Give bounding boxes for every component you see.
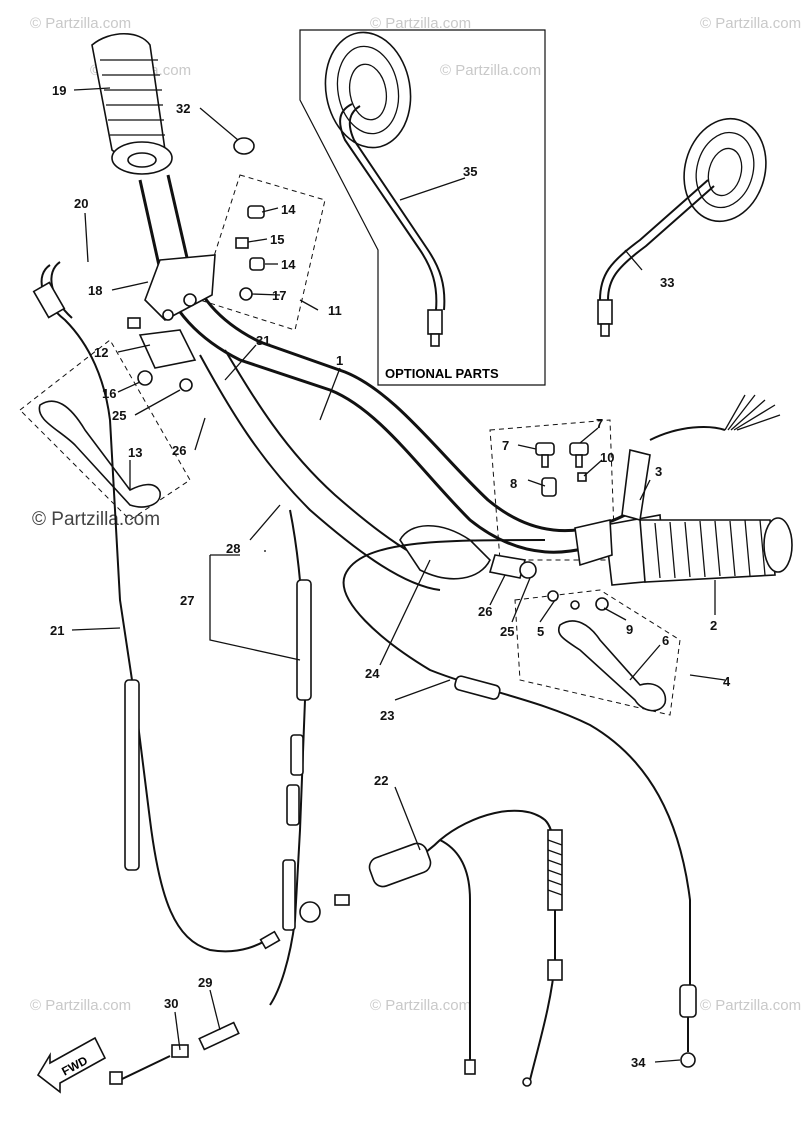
callout-5: 5 (537, 624, 544, 639)
watermark-main: © Partzilla.com (32, 509, 160, 530)
callout-9: 9 (626, 622, 633, 637)
callout-12: 12 (94, 345, 108, 360)
callout-1: 1 (336, 353, 343, 368)
callout-8: 8 (510, 476, 517, 491)
left-grip (91, 33, 173, 175)
callout-25a: 25 (112, 408, 126, 423)
callout-7a: 7 (502, 438, 509, 453)
callout-17: 17 (272, 288, 286, 303)
watermark-top-center-2: © Partzilla.com (440, 62, 541, 79)
optional-parts-box: OPTIONAL PARTS (299, 29, 546, 386)
callout-26b: 26 (478, 604, 492, 619)
brake-cable (342, 539, 691, 990)
brake-lever (558, 620, 667, 712)
clutch-lever-box (19, 339, 191, 521)
callout-11: 11 (328, 303, 342, 318)
callout-6: 6 (662, 633, 669, 648)
callout-27: 27 (180, 593, 194, 608)
handlebar (138, 174, 626, 591)
callout-10: 10 (600, 450, 614, 465)
split-cable (374, 809, 556, 1081)
callout-14a: 14 (281, 202, 296, 217)
callout-21: 21 (50, 623, 64, 638)
brake-holder-box (489, 419, 616, 561)
mirror-left-optional (324, 31, 446, 347)
clutch-holder-box (199, 174, 326, 331)
callout-33: 33 (660, 275, 674, 290)
fwd-arrow: FWD (36, 1036, 107, 1094)
watermark-top-left: © Partzilla.com (30, 15, 131, 32)
throttle-grip-sleeve (399, 524, 537, 580)
watermark-top-center: © Partzilla.com (370, 15, 471, 32)
callout-14b: 14 (281, 257, 296, 272)
callout-32: 32 (176, 101, 190, 116)
callout-3: 3 (655, 464, 662, 479)
callout-34: 34 (631, 1055, 646, 1070)
callout-4: 4 (723, 674, 731, 689)
brake-holder (535, 442, 613, 611)
watermark-bottom-center: © Partzilla.com (370, 997, 471, 1014)
callout-18: 18 (88, 283, 102, 298)
mirror-right (597, 117, 767, 337)
callout-13: 13 (128, 445, 142, 460)
clutch-lever (38, 400, 161, 508)
callout-30: 30 (164, 996, 178, 1011)
callouts: 19 32 20 18 14 15 14 17 11 12 31 1 16 25… (50, 83, 731, 1070)
callout-28: 28 (226, 541, 240, 556)
optional-parts-label: OPTIONAL PARTS (385, 366, 499, 381)
callout-26a: 26 (172, 443, 186, 458)
callout-24: 24 (365, 666, 380, 681)
locknut (171, 1044, 189, 1058)
cable-adjuster (198, 1021, 240, 1051)
watermark-top-right: © Partzilla.com (700, 15, 801, 32)
callout-25b: 25 (500, 624, 514, 639)
brake-lever-box (514, 589, 681, 716)
callout-19: 19 (52, 83, 66, 98)
callout-2: 2 (710, 618, 717, 633)
callout-7b: 7 (596, 416, 603, 431)
callout-16: 16 (102, 386, 116, 401)
callout-23: 23 (380, 708, 394, 723)
end-cap (233, 137, 255, 155)
clutch-holder (127, 205, 265, 392)
callout-20: 20 (74, 196, 88, 211)
callout-31: 31 (256, 333, 270, 348)
callout-35: 35 (463, 164, 477, 179)
callout-15: 15 (270, 232, 284, 247)
callout-22: 22 (374, 773, 388, 788)
watermark-bottom-left: © Partzilla.com (30, 997, 131, 1014)
leader-lines (71, 87, 726, 1063)
throttle-assembly (604, 394, 793, 586)
watermark-bottom-right: © Partzilla.com (700, 997, 801, 1014)
optional-parts-outline (299, 29, 546, 386)
callout-29: 29 (198, 975, 212, 990)
